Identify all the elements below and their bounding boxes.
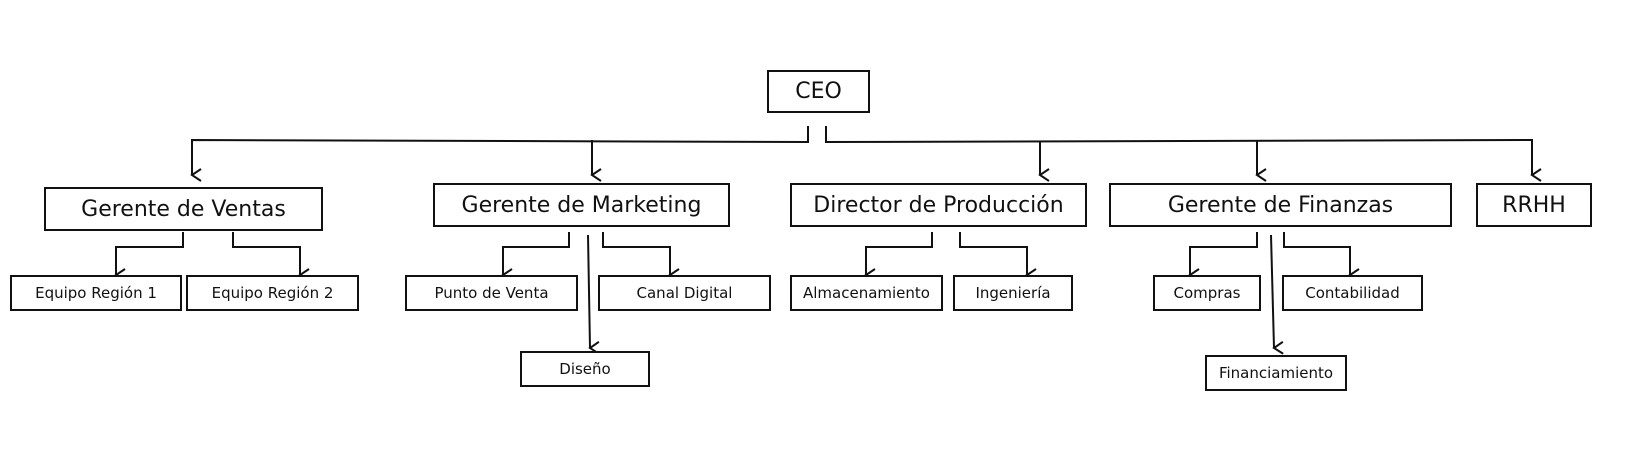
connector-ceo-right [825,126,1542,182]
node-punto-de-venta[interactable]: Punto de Venta [405,275,578,311]
node-financiamiento[interactable]: Financiamiento [1205,355,1347,391]
connector-finanzas-contab [1283,232,1360,282]
connector-finanzas-compras [1188,232,1258,282]
node-contabilidad[interactable]: Contabilidad [1282,275,1423,311]
node-ceo[interactable]: CEO [767,70,870,113]
connector-marketing-canal [602,232,680,282]
connector-marketing-diseno [587,234,600,355]
connector-marketing-punto [501,232,570,282]
node-equipo-region-2[interactable]: Equipo Región 2 [186,275,359,311]
node-gerente-ventas[interactable]: Gerente de Ventas [44,187,323,231]
connector-ventas-region1 [114,232,184,282]
node-ingenieria[interactable]: Ingeniería [953,275,1073,311]
node-rrhh[interactable]: RRHH [1476,183,1592,227]
node-canal-digital[interactable]: Canal Digital [598,275,771,311]
node-almacenamiento[interactable]: Almacenamiento [790,275,943,311]
connector-ventas-region2 [232,232,310,282]
node-gerente-finanzas[interactable]: Gerente de Finanzas [1109,183,1452,227]
node-diseno[interactable]: Diseño [520,351,650,387]
connector-ceo-left [190,126,809,182]
node-director-produccion[interactable]: Director de Producción [790,183,1087,227]
connector-finanzas-financ [1270,234,1284,355]
node-equipo-region-1[interactable]: Equipo Región 1 [10,275,182,311]
connector-produccion-almac [864,232,933,282]
node-gerente-marketing[interactable]: Gerente de Marketing [433,183,730,227]
node-compras[interactable]: Compras [1153,275,1261,311]
connector-produccion-ingen [959,232,1037,282]
